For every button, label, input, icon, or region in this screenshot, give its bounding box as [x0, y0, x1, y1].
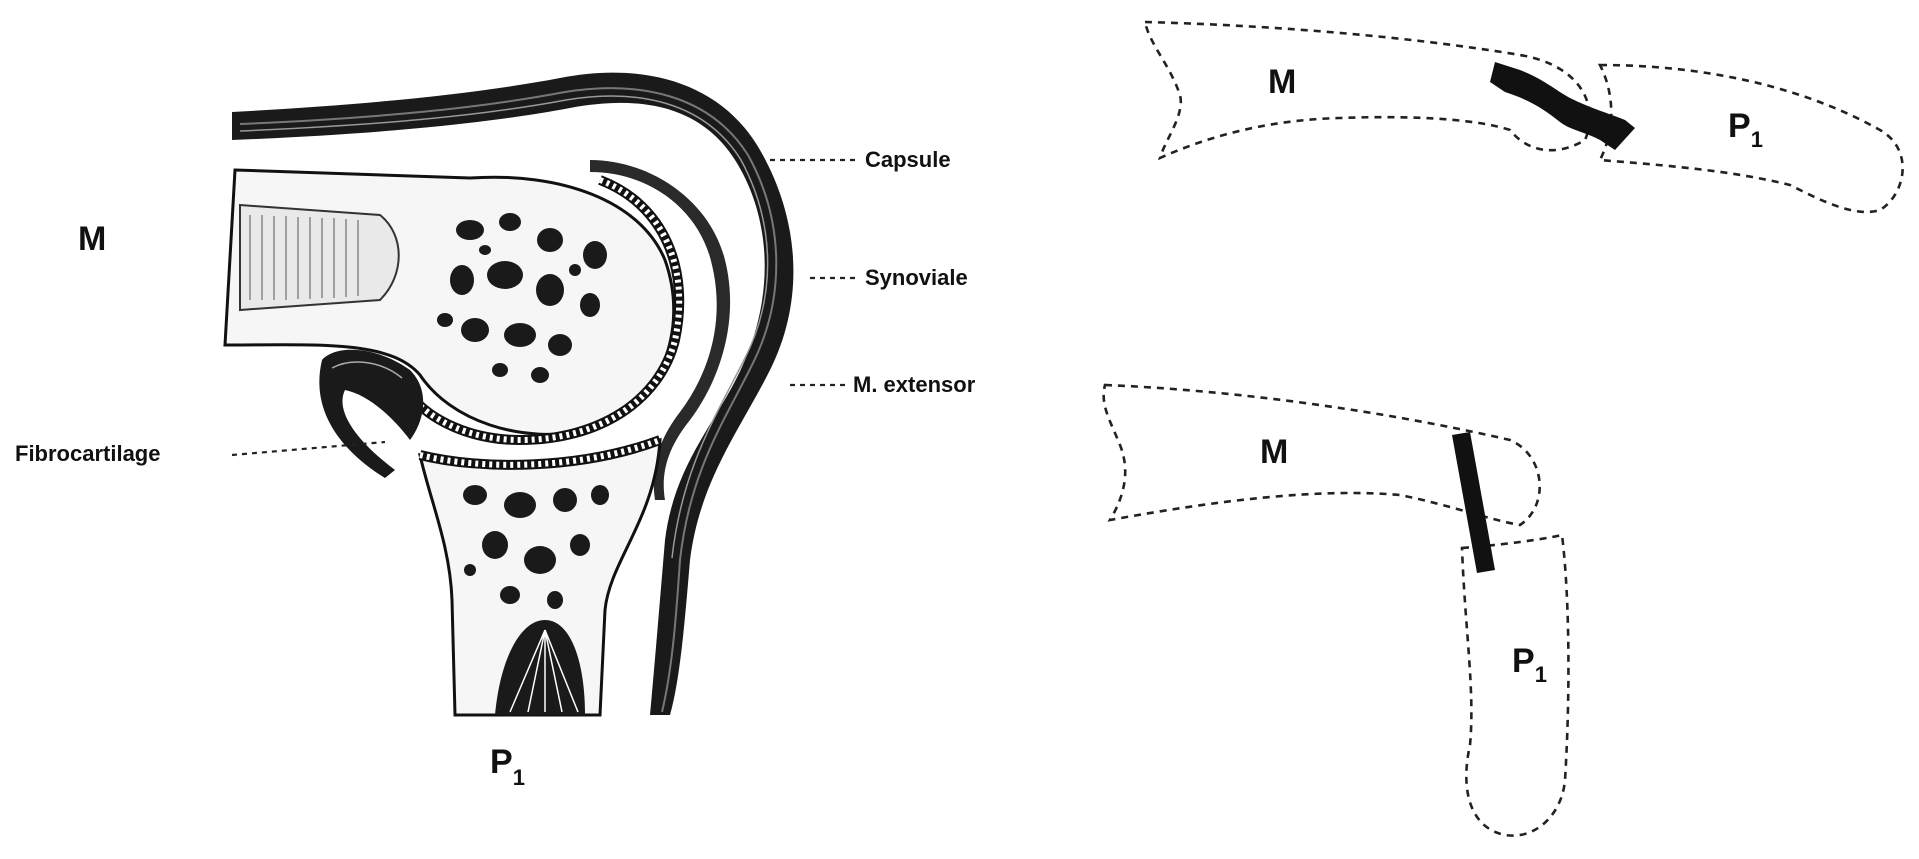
joint-section-drawing [225, 73, 793, 715]
label-phalanx-flexed: P1 [1512, 642, 1547, 687]
label-metacarpal-section: M [78, 220, 106, 258]
label-phalanx-subscript: 1 [513, 765, 525, 790]
label-capsule: Capsule [865, 147, 951, 172]
label-metacarpal-flexed: M [1260, 433, 1288, 471]
label-phalanx-flexed-letter: P [1512, 642, 1535, 680]
extended-schematic: M P1 [1145, 22, 1903, 212]
label-extensor: M. extensor [853, 372, 976, 397]
label-phalanx-section: P1 [490, 743, 525, 790]
label-phalanx-extended-subscript: 1 [1751, 127, 1763, 152]
label-metacarpal-extended: M [1268, 63, 1296, 101]
extended-ligament [1490, 62, 1635, 150]
label-phalanx-flexed-subscript: 1 [1535, 662, 1547, 687]
label-fibrocartilage: Fibrocartilage [15, 441, 160, 466]
flexed-ligament [1452, 432, 1495, 573]
label-phalanx-extended: P1 [1728, 107, 1763, 152]
label-synoviale: Synoviale [865, 265, 968, 290]
flexed-schematic: M P1 [1104, 385, 1569, 836]
label-phalanx-extended-letter: P [1728, 107, 1751, 145]
label-phalanx-letter: P [490, 743, 513, 781]
fibrocartilage-plate [319, 350, 423, 478]
flexed-phalanx-outline [1462, 535, 1568, 836]
